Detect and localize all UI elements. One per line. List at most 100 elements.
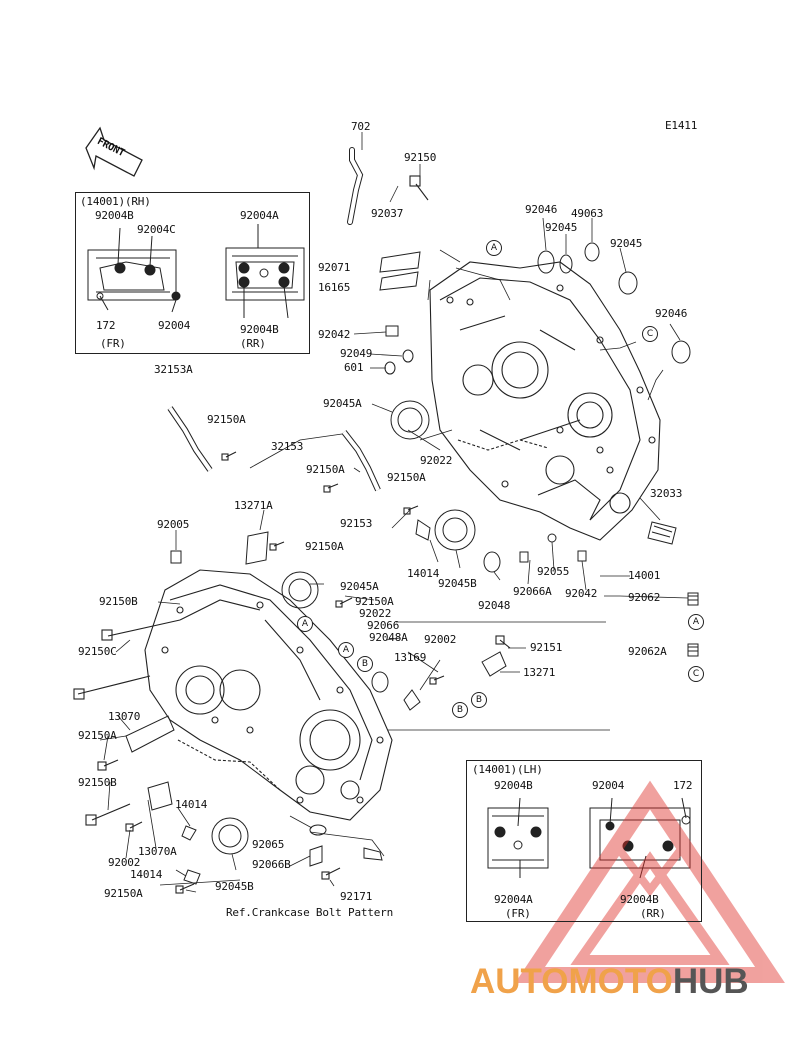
part-label: 92045 — [610, 237, 643, 250]
part-label: 92066 — [367, 619, 400, 632]
part-label: 92055 — [537, 565, 570, 578]
part-label: 92004B — [95, 209, 134, 222]
part-label: 92002 — [424, 633, 457, 646]
part-label: 92151 — [530, 641, 563, 654]
part-label: 92004A — [240, 209, 279, 222]
part-label: 32153 — [271, 440, 304, 453]
part-label: 92045B — [215, 880, 254, 893]
part-label: 702 — [351, 120, 371, 133]
part-label: 92150A — [104, 887, 143, 900]
part-label: 92066B — [252, 858, 291, 871]
part-label: 92042 — [565, 587, 598, 600]
inset-rh-rr: (RR) — [240, 337, 266, 350]
callout-b: B — [471, 692, 487, 708]
inset-lh-artwork — [487, 797, 691, 879]
watermark-part2: HUB — [672, 962, 749, 1001]
part-label: 92048 — [478, 599, 511, 612]
callout-b: B — [452, 702, 468, 718]
inset-rh-fr: (FR) — [100, 337, 126, 350]
inset-lh-title: (14001)(LH) — [472, 763, 543, 776]
inset-lh-box — [466, 760, 702, 922]
part-label: 92004B — [240, 323, 279, 336]
part-label: 92004B — [620, 893, 659, 906]
callout-c: C — [688, 666, 704, 682]
part-label: 92066A — [513, 585, 552, 598]
part-label: 92150B — [78, 776, 117, 789]
part-label: 92004 — [592, 779, 625, 792]
callout-a: A — [688, 614, 704, 630]
part-label: 92150A — [355, 595, 394, 608]
part-label: 14001 — [628, 569, 661, 582]
lower-crankcase-illustration — [144, 569, 393, 821]
part-label: 92022 — [359, 607, 392, 620]
part-label: 92062 — [628, 591, 661, 604]
watermark-logo-icon — [515, 780, 785, 983]
part-label: 14014 — [407, 567, 440, 580]
part-label: 92046 — [655, 307, 688, 320]
part-label: 92002 — [108, 856, 141, 869]
upper-crankcase-illustration — [429, 261, 661, 541]
part-label: 13169 — [394, 651, 427, 664]
part-label: 92171 — [340, 890, 373, 903]
part-label: 92150A — [305, 540, 344, 553]
part-label: 92071 — [318, 261, 351, 274]
gasket-92071 — [379, 251, 421, 273]
part-label: 92004C — [137, 223, 176, 236]
part-label: 92150 — [404, 151, 437, 164]
watermark-text: AUTOMOTOHUB — [470, 962, 749, 1002]
part-label: 32153A — [154, 363, 193, 376]
part-label: 172 — [96, 319, 116, 332]
part-label: 13070A — [138, 845, 177, 858]
part-label: 92004 — [158, 319, 191, 332]
part-label: 92045 — [545, 221, 578, 234]
part-label: 14014 — [175, 798, 208, 811]
part-label: 16165 — [318, 281, 351, 294]
inset-rh-artwork — [87, 224, 305, 319]
part-label: 92150A — [387, 471, 426, 484]
part-label: 92150A — [78, 729, 117, 742]
part-label: 92150A — [306, 463, 345, 476]
callout-a: A — [486, 240, 502, 256]
part-label: 92005 — [157, 518, 190, 531]
watermark-part1: AUTOMOTO — [470, 962, 673, 1001]
part-label: 92022 — [420, 454, 453, 467]
inset-lh-fr: (FR) — [505, 907, 531, 920]
part-label: 92042 — [318, 328, 351, 341]
bolts — [73, 175, 511, 894]
diagram-code: E1411 — [665, 119, 698, 132]
part-label: 13271 — [523, 666, 556, 679]
part-label: 601 — [344, 361, 364, 374]
part-label: 92046 — [525, 203, 558, 216]
part-label: 92004A — [494, 893, 533, 906]
part-label: 13271A — [234, 499, 273, 512]
part-label: 92045A — [340, 580, 379, 593]
part-label: 92062A — [628, 645, 667, 658]
footer-note: Ref.Crankcase Bolt Pattern — [226, 906, 393, 919]
part-label: 49063 — [571, 207, 604, 220]
part-label: 92065 — [252, 838, 285, 851]
gasket-16165 — [379, 271, 419, 291]
part-label: 14014 — [130, 868, 163, 881]
part-label: 92049 — [340, 347, 373, 360]
callout-a: A — [338, 642, 354, 658]
part-label: 92150C — [78, 645, 117, 658]
front-arrow-icon — [85, 126, 143, 177]
part-label: 172 — [673, 779, 693, 792]
inset-rh-title: (14001)(RH) — [80, 195, 151, 208]
part-label: 92153 — [340, 517, 373, 530]
inset-rh-box — [75, 192, 310, 354]
callout-b: B — [357, 656, 373, 672]
part-label: 92045B — [438, 577, 477, 590]
part-label: 32033 — [650, 487, 683, 500]
part-label: 92004B — [494, 779, 533, 792]
part-label: 13070 — [108, 710, 141, 723]
callout-a: A — [297, 616, 313, 632]
part-label: 92150B — [99, 595, 138, 608]
leader-lines — [99, 132, 689, 893]
part-label: 92048A — [369, 631, 408, 644]
part-label: 92045A — [323, 397, 362, 410]
inset-lh-rr: (RR) — [640, 907, 666, 920]
callout-c: C — [642, 326, 658, 342]
